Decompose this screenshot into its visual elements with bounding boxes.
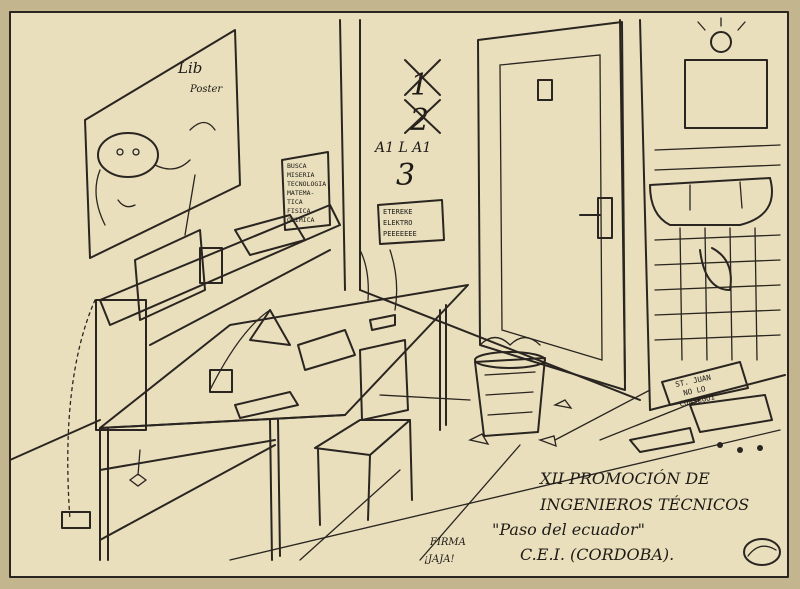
signature-note: FIRMA ¡JAJA! [424, 537, 469, 565]
desk-note: BUSCA MISERIA TECNOLOGIA MATEMA- TICA FI… [281, 151, 331, 231]
door-lock [537, 79, 553, 101]
signature-note-text: FIRMA ¡JAJA! [424, 537, 469, 565]
waste-basket [468, 336, 573, 448]
desk-lamp [249, 309, 291, 346]
desk-items [209, 214, 398, 419]
caption-line-3: "Paso del ecuador" [492, 520, 645, 539]
wall-numbers: 1 2 A1 L A1 3 [373, 59, 441, 193]
frame-border [9, 11, 789, 578]
light-bulb [710, 31, 732, 53]
caption-line-2: INGENIEROS TÉCNICOS [539, 494, 749, 514]
shelf-note: ETEREKE ELEKTRO PEEEEEEE [377, 199, 445, 245]
bathroom [649, 17, 781, 361]
mirror [684, 59, 768, 129]
wall-tiles [654, 144, 781, 361]
door [477, 21, 626, 391]
pistol [629, 427, 695, 453]
shelf-note-text: ETEREKE ELEKTRO PEEEEEEE [383, 208, 417, 238]
desk-side-cabinet [95, 299, 147, 431]
desk-note-text: BUSCA MISERIA TECNOLOGIA MATEMA- TICA FI… [287, 162, 330, 224]
caption-line-1: XII PROMOCIÓN DE [538, 468, 710, 488]
floor-cable [61, 299, 148, 529]
number-letters: A1 L A1 [373, 140, 431, 156]
floor-sign: ST. JUAN NO LO CONSEGUI [629, 361, 773, 453]
number-three: 3 [396, 158, 415, 193]
desk [95, 284, 469, 561]
caption-line-4: C.E.I. (CORDOBA). [520, 545, 674, 564]
chair [314, 339, 413, 526]
caption: XII PROMOCIÓN DE INGENIEROS TÉCNICOS "Pa… [492, 468, 749, 564]
room-structure [9, 19, 786, 561]
wall-poster: Lib Poster [84, 29, 241, 259]
sink [649, 177, 773, 226]
hand-with-pistol [689, 394, 773, 433]
poster-subtitle: Poster [189, 84, 223, 95]
paper-sheet [10, 12, 788, 577]
poster-title: Lib [177, 59, 202, 77]
artist-signature [743, 538, 781, 566]
wall-shelf [99, 204, 341, 346]
door-handle [597, 197, 613, 239]
